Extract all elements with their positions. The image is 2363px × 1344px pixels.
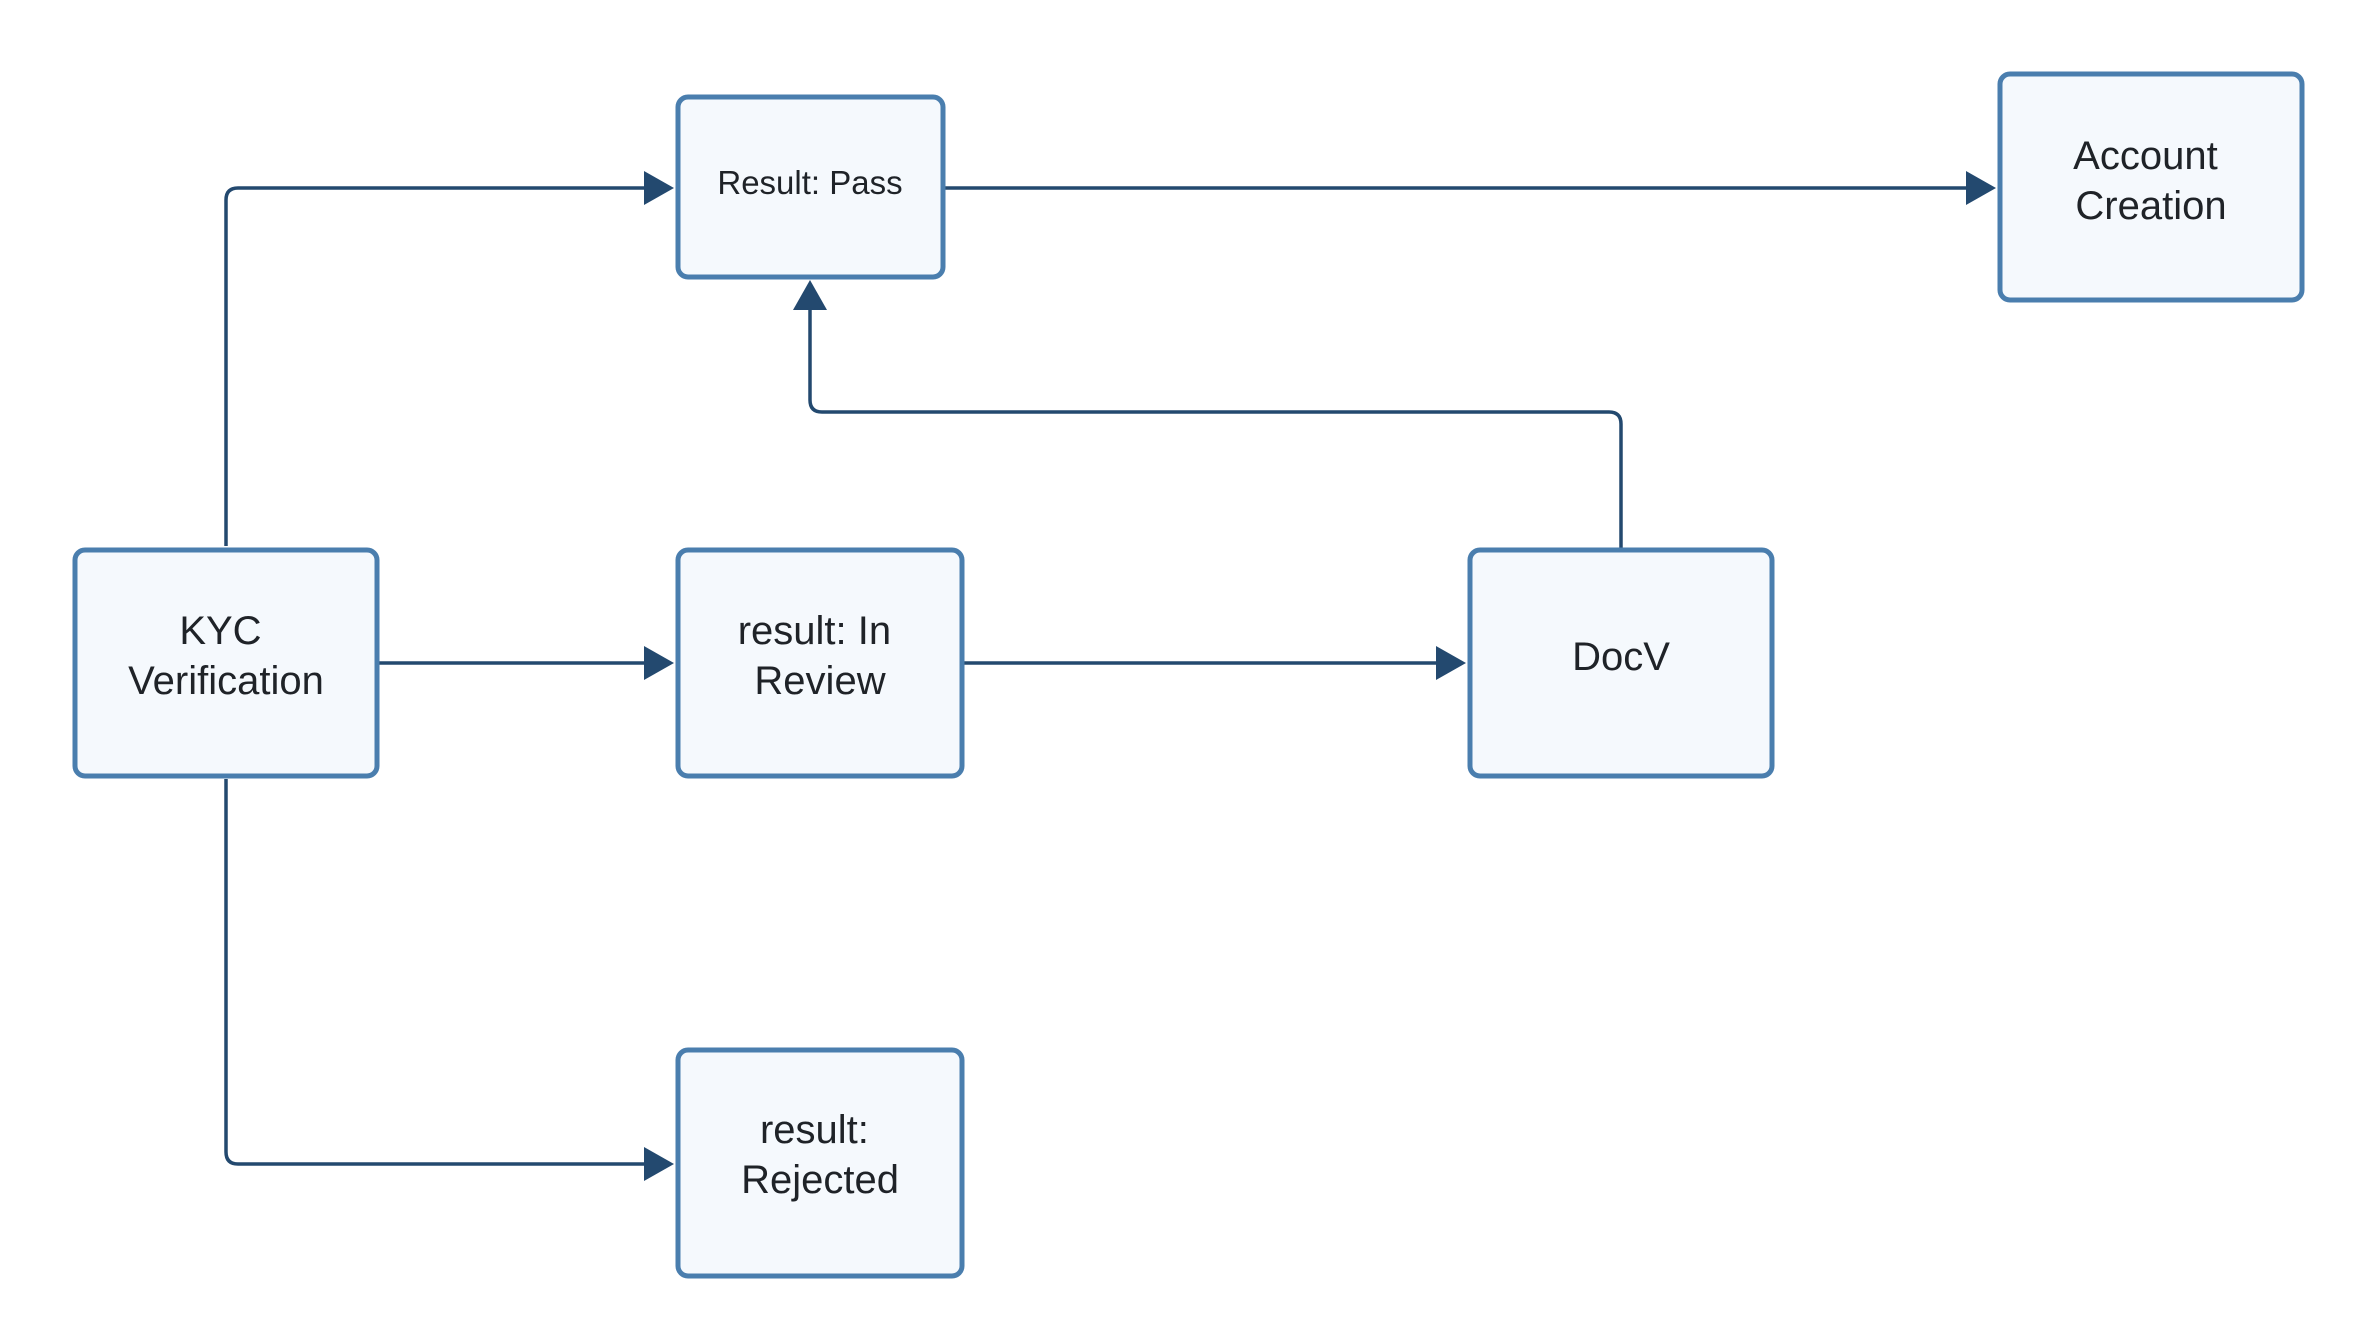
node-label-line: KYC: [179, 609, 261, 653]
node-label-line: Rejected: [741, 1158, 899, 1202]
svg-text:DocV: DocV: [1572, 635, 1670, 679]
arrowhead-kyc-to-rejected: [644, 1147, 674, 1181]
arrowhead-kyc-to-pass: [644, 171, 674, 205]
node-label-line: result:: [760, 1108, 869, 1152]
edge-kyc-to-pass: [224, 186, 644, 546]
node-result-rejected[interactable]: result: Rejected: [675, 1047, 965, 1279]
edge-kyc-to-rejected: [224, 779, 644, 1166]
node-label-line: Creation: [2075, 184, 2226, 228]
node-label-line: Review: [754, 659, 885, 703]
arrowhead-docv-to-pass: [793, 280, 827, 310]
node-label-line: Verification: [128, 659, 324, 703]
nodes: KYC Verification Result: Pass result: In…: [72, 71, 2305, 1279]
svg-text:Account Creation: Account Creation: [2073, 134, 2229, 228]
arrowhead-pass-to-account-creation: [1966, 171, 1996, 205]
edges: [224, 171, 1996, 1181]
svg-text:result: Rejected: result: Rejected: [741, 1108, 899, 1202]
arrowhead-kyc-to-in-review: [644, 646, 674, 680]
arrowhead-in-review-to-docv: [1436, 646, 1466, 680]
node-kyc-verification[interactable]: KYC Verification: [72, 547, 380, 779]
node-label-line: Result: Pass: [717, 164, 902, 201]
node-label-line: result: In: [738, 609, 891, 653]
edge-docv-to-pass: [808, 310, 1623, 548]
svg-text:KYC Verification: KYC Verification: [128, 609, 324, 703]
node-account-creation[interactable]: Account Creation: [1997, 71, 2305, 303]
svg-text:Result: Pass: Result: Pass: [717, 164, 902, 201]
node-result-in-review[interactable]: result: In Review: [675, 547, 965, 779]
node-docv[interactable]: DocV: [1467, 547, 1775, 779]
node-label-line: DocV: [1572, 635, 1670, 679]
node-result-pass[interactable]: Result: Pass: [675, 94, 946, 280]
node-label-line: Account: [2073, 134, 2218, 178]
svg-text:result: In Review: result: In Review: [738, 609, 903, 703]
